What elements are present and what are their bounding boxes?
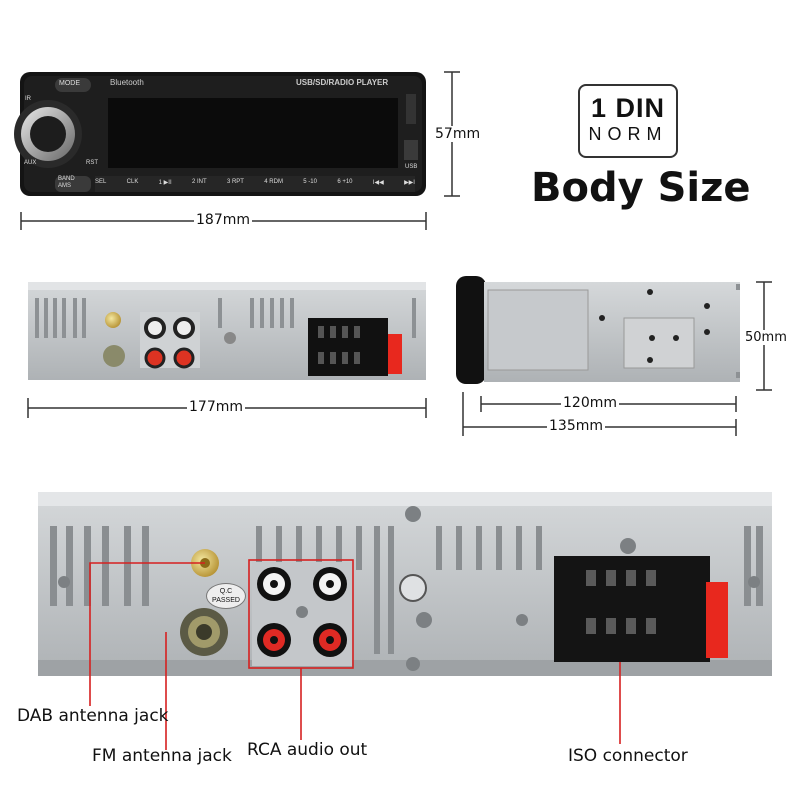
prev-button[interactable]: I◀◀	[372, 180, 384, 186]
side-view	[456, 276, 740, 384]
preset-3-button[interactable]: 3 RPT	[226, 179, 244, 185]
dab-callout-label: DAB antenna jack	[17, 706, 169, 726]
preset-4-button[interactable]: 4 RDM	[264, 179, 283, 185]
sel-button[interactable]: SEL	[95, 179, 107, 185]
din-badge-line1: 1 DIN	[590, 93, 666, 123]
front-height-label: 57mm	[433, 126, 483, 142]
front-button-row: SEL CLK 1 ▶II 2 INT 3 RPT 4 RDM 5 -10 6 …	[95, 179, 415, 186]
front-panel	[14, 72, 426, 196]
usb-label: USB	[405, 164, 418, 170]
preset-5-button[interactable]: 5 -10	[303, 179, 317, 185]
front-brand-text: Bluetooth	[110, 78, 144, 87]
body-size-heading: Body Size	[531, 165, 751, 211]
preset-1-button[interactable]: 1 ▶II	[158, 180, 172, 186]
side-height-label: 50mm	[743, 330, 789, 345]
aux-label: AUX	[24, 160, 37, 166]
next-button[interactable]: ▶▶I	[404, 180, 415, 186]
iso-callout-label: ISO connector	[568, 746, 688, 766]
rca-callout-label: RCA audio out	[247, 740, 368, 760]
rear-panel-small	[28, 282, 426, 380]
band-button[interactable]: BAND AMS	[58, 176, 75, 189]
rear-panel-large	[38, 492, 772, 676]
mode-button[interactable]: MODE	[59, 80, 80, 87]
preset-2-button[interactable]: 2 INT	[191, 179, 207, 185]
qc-passed-sticker: Q.C PASSED	[206, 583, 246, 609]
front-width-label: 187mm	[194, 212, 252, 228]
callout-lines	[89, 559, 621, 750]
front-title-text: USB/SD/RADIO PLAYER	[296, 78, 389, 87]
rst-label: RST	[86, 160, 98, 166]
side-depth-outer-label: 135mm	[547, 418, 605, 434]
ir-label: IR	[25, 96, 31, 102]
clk-button[interactable]: CLK	[126, 179, 139, 185]
side-depth-inner-label: 120mm	[561, 395, 619, 411]
qc-line1: Q.C	[219, 588, 233, 595]
fm-callout-label: FM antenna jack	[92, 746, 232, 766]
qc-line2: PASSED	[212, 597, 240, 604]
din-badge: 1 DIN NORM	[578, 84, 678, 158]
din-badge-line2: NORM	[588, 124, 668, 144]
rear-width-label: 177mm	[187, 399, 245, 415]
preset-6-button[interactable]: 6 +10	[337, 179, 353, 185]
